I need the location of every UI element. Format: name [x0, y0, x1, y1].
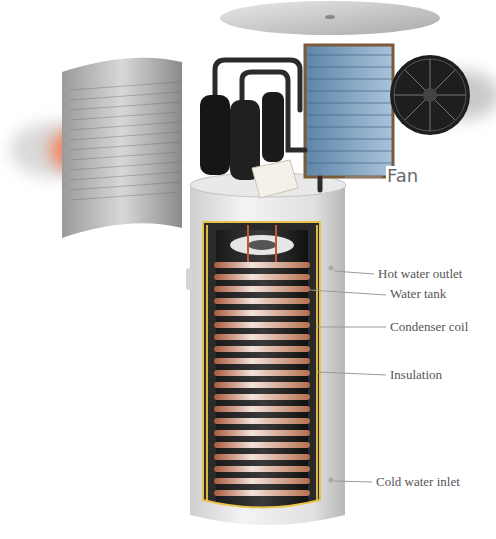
part-label: Condenser coil	[389, 320, 469, 334]
part-label: Water tank	[389, 287, 447, 301]
part-label: Insulation	[389, 368, 443, 382]
part-label: Cold water inlet	[375, 475, 461, 489]
part-label: Hot water outlet	[377, 267, 463, 281]
part-label: Fan	[386, 166, 419, 186]
